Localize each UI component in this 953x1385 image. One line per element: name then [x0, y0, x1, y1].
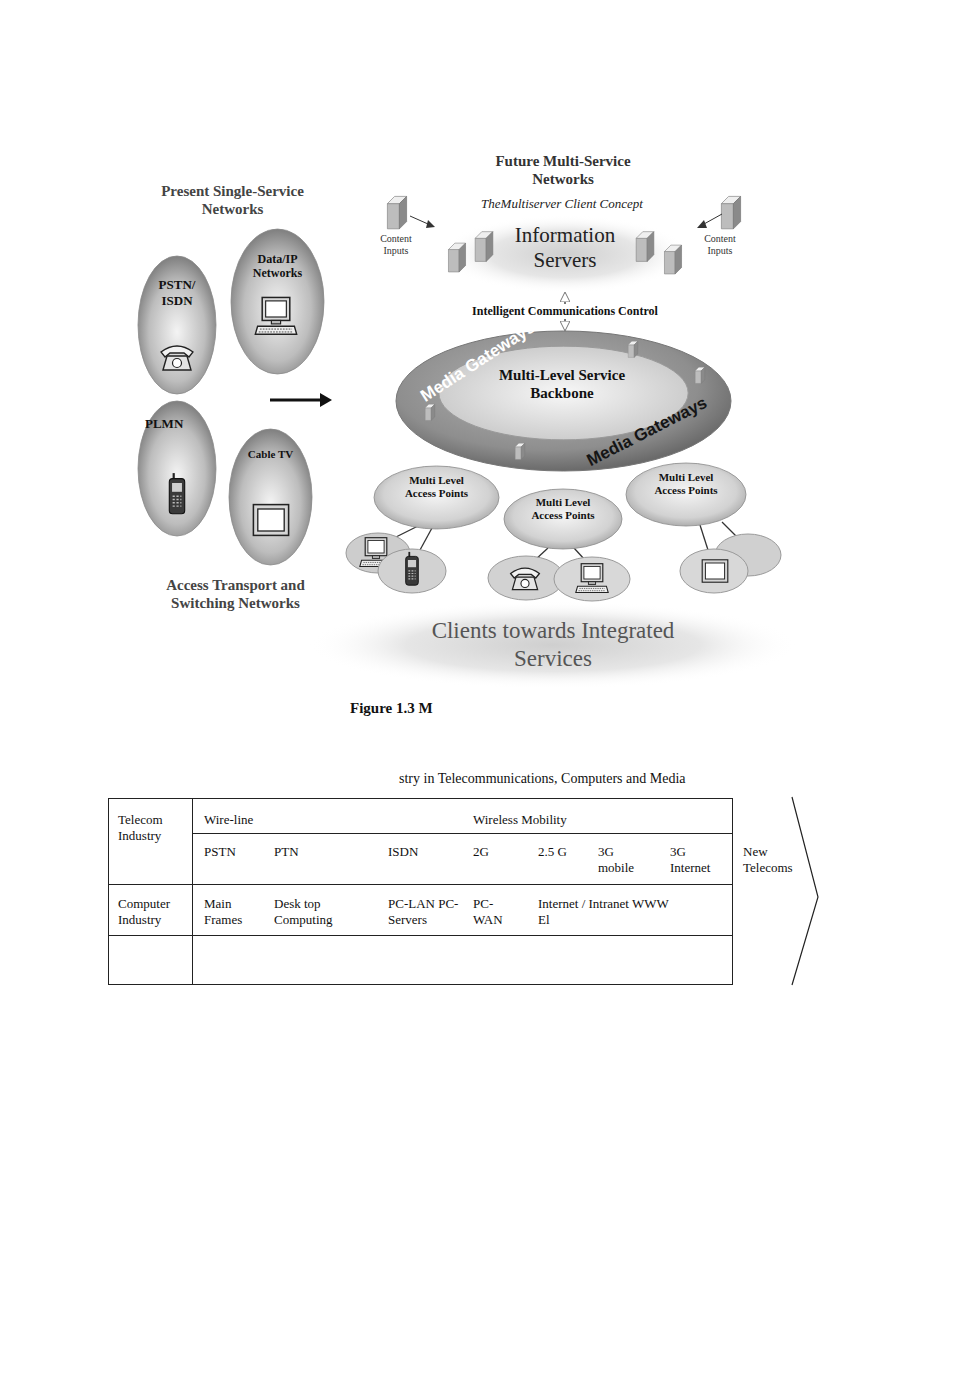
- concept-subtitle: TheMultiserver Client Concept: [452, 196, 672, 212]
- table-cell: PC-WAN: [473, 896, 511, 927]
- table-title-fragment: stry in Telecommunications, Computers an…: [399, 771, 744, 788]
- network-ellipse: PLMN: [137, 400, 217, 537]
- node-label: Multi Level Access Points: [651, 471, 721, 497]
- table-cell: 2.5 G: [538, 844, 588, 860]
- node-label: Multi Level Access Points: [528, 496, 598, 522]
- table-cell: PC-LAN PC-Servers: [388, 896, 468, 927]
- clients-cloud: [308, 601, 798, 689]
- content-inputs: Content Inputs: [691, 233, 749, 257]
- table-cell: New Telecoms: [743, 844, 799, 875]
- table-cell: Internet / Intranet WWW El: [538, 896, 683, 927]
- node-label: Data/IP Networks: [242, 252, 313, 281]
- table-cell: 3G mobile: [598, 844, 650, 875]
- table-cell: Desk top Computing: [274, 896, 354, 927]
- table-grid: [108, 798, 733, 985]
- gateway-label: Media Gateways: [583, 393, 710, 471]
- table-cell: ISDN: [388, 844, 448, 860]
- network-ellipse-shape: [137, 255, 217, 395]
- server-cloud: Information Servers: [440, 215, 690, 293]
- network-ellipse: Cable TV: [228, 428, 313, 566]
- service-backbone: Multi-Level Service Backbone: [395, 330, 732, 472]
- transition-arrow: [270, 393, 332, 407]
- table-cell: Wireless Mobility: [473, 812, 623, 828]
- network-ellipse: Data/IP Networks: [230, 228, 325, 375]
- network-ellipse: PSTN/ ISDN: [137, 255, 217, 395]
- access-point: Multi Level Access Points: [373, 465, 500, 530]
- node-label: Cable TV: [240, 448, 301, 461]
- convergence-bracket: [792, 797, 818, 985]
- access-point: Multi Level Access Points: [503, 488, 623, 550]
- table-cell: Wire-line: [204, 812, 354, 828]
- figure-caption: Figure 1.3 M: [350, 699, 550, 717]
- node-label: PLMN: [145, 416, 209, 432]
- table-cell: Telecom Industry: [118, 812, 180, 843]
- node-label: Multi-Level Service Backbone: [487, 366, 637, 402]
- section-heading: Future Multi-Service Networks: [468, 152, 658, 188]
- network-ellipse-shape: [230, 228, 325, 375]
- edge-label: Intelligent Communications Control: [469, 304, 661, 318]
- table-cell: 2G: [473, 844, 523, 860]
- table-cell: PSTN: [204, 844, 264, 860]
- node-label: Multi Level Access Points: [401, 474, 472, 500]
- table-cell: Computer Industry: [118, 896, 180, 927]
- section-heading: Access Transport and Switching Networks: [148, 576, 323, 612]
- clients-heading: Clients towards Integrated Services: [398, 617, 708, 672]
- node-label: PSTN/ ISDN: [147, 277, 207, 308]
- node-label: Information Servers: [500, 223, 630, 273]
- section-heading: Present Single-Service Networks: [140, 182, 325, 218]
- table-cell: 3G Internet: [670, 844, 722, 875]
- access-point: Multi Level Access Points: [625, 462, 747, 527]
- table-cell: Main Frames: [204, 896, 259, 927]
- table-cell: PTN: [274, 844, 334, 860]
- content-inputs: Content Inputs: [367, 233, 425, 257]
- gateway-label: Media Gateways: [417, 317, 539, 406]
